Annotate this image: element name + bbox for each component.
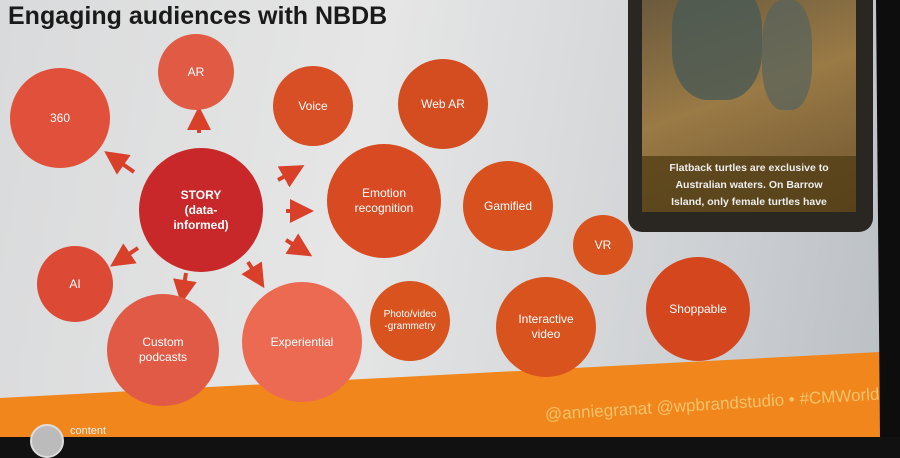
arrows [104, 106, 314, 304]
slide-title: Engaging audiences with NBDB [8, 2, 388, 30]
logo-text: content [70, 425, 107, 437]
turtle-photo-tablet: Flatback turtles are exclusive to Austra… [628, 0, 873, 232]
node-ar: AR [158, 34, 234, 110]
photo-caption: Flatback turtles are exclusive to Austra… [642, 156, 856, 212]
arrow-360 [104, 151, 136, 175]
arrow-experiential [241, 260, 265, 289]
turtle-flipper [672, 0, 762, 100]
node-vr: VR [573, 215, 633, 275]
node-story: STORY (data- informed) [139, 148, 263, 272]
arrow-ai [110, 243, 140, 267]
slide-frame [0, 106, 880, 437]
arrow-photo [284, 233, 313, 257]
footer-bar [0, 352, 880, 437]
turtle-flipper [762, 0, 812, 110]
node-experiential: Experiential [242, 282, 362, 402]
node-voice: Voice [273, 66, 353, 146]
node-web-ar: Web AR [398, 59, 488, 149]
arrow-podcasts [173, 272, 197, 304]
node-gamified: Gamified [463, 161, 553, 251]
node-360: 360 [10, 68, 110, 168]
node-custom-podcasts: Custom podcasts [107, 294, 219, 406]
node-interactive-video: Interactive video [496, 277, 596, 377]
arrow-voice [277, 165, 305, 188]
node-ai: AI [37, 246, 113, 322]
turtle-photo: Flatback turtles are exclusive to Austra… [642, 0, 856, 212]
node-emotion-recognition: Emotion recognition [327, 144, 441, 258]
node-shoppable: Shoppable [646, 257, 750, 361]
node-photogrammetry: Photo/video -grammetry [370, 281, 450, 361]
logo-icon [30, 424, 64, 458]
